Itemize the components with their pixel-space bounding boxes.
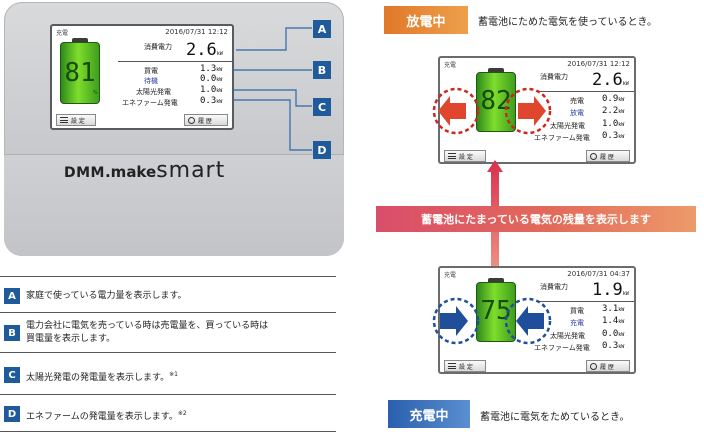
charge-consumption-value: 1.9kW <box>592 280 629 300</box>
charge-battery-percent: 75 <box>480 296 512 326</box>
standby-label: 待機 <box>144 77 158 85</box>
callout-b: B <box>313 61 331 79</box>
legend-text-b: 電力会社に電気を売っている時は売電量を、買っている時は買電量を表示します。 <box>26 321 269 344</box>
menu-icon <box>448 363 456 369</box>
brand-logo: DMM.makesmart <box>64 158 226 183</box>
charge-settings-button[interactable]: 設 定 <box>444 360 486 372</box>
charge-description: 蓄電池に電気をためているとき。 <box>480 412 630 423</box>
discharge-left-arrow-icon <box>432 87 480 135</box>
charge-datetime: 2016/07/31 04:37 <box>567 270 630 278</box>
battery-percent-sign: % <box>92 90 98 96</box>
charge-left-arrow-icon <box>432 297 480 345</box>
charge-enefarm-value: 0.3kW <box>602 341 625 351</box>
charge-buy-value: 3.1kW <box>602 304 625 314</box>
history-button[interactable]: 履 歴 <box>184 114 228 126</box>
charge-mode-value: 1.4kW <box>602 316 625 326</box>
discharge-badge: 放電中 <box>384 6 468 34</box>
legend-row-b: B 電力会社に電気を売っている時は売電量を、買っている時は買電量を表示します。 <box>0 312 336 352</box>
consumption-label: 消費電力 <box>144 43 172 51</box>
device-lower-panel <box>4 154 344 256</box>
settings-button[interactable]: 設 定 <box>56 114 96 126</box>
discharge-sell-value: 0.9kW <box>602 94 625 104</box>
hems-controller-device: 充電 2016/07/31 12:12 81 % 消費電力 2.6kW 買電 1… <box>4 2 344 256</box>
menu-icon <box>448 153 456 159</box>
discharge-right-arrow-icon <box>504 87 552 135</box>
legend-text-d: エネファームの発電量を表示します。※2 <box>26 410 187 422</box>
discharge-mode-value: 2.2kW <box>602 106 625 116</box>
discharge-history-button[interactable]: 履 歴 <box>586 150 630 162</box>
discharge-enefarm-value: 0.3kW <box>602 131 625 141</box>
legend-text-c: 太陽光発電の発電量を表示します。※1 <box>26 371 178 383</box>
clock-icon <box>590 362 597 370</box>
solar-value: 1.0kW <box>200 85 223 95</box>
clock-icon <box>590 152 597 160</box>
callout-c: C <box>313 98 331 116</box>
legend-row-a: A 家庭で使っている電力量を表示します。 <box>0 276 336 312</box>
discharge-settings-button[interactable]: 設 定 <box>444 150 486 162</box>
menu-icon <box>60 117 68 123</box>
discharge-description: 蓄電池にためた電気を使っているとき。 <box>478 17 657 28</box>
consumption-value: 2.6kW <box>186 40 223 60</box>
charge-history-button[interactable]: 履 歴 <box>586 360 630 372</box>
enefarm-value: 0.3kW <box>200 96 223 106</box>
charge-solar-value: 0.0kW <box>602 329 625 339</box>
discharge-datetime: 2016/07/31 12:12 <box>567 60 630 68</box>
discharge-solar-value: 1.0kW <box>602 119 625 129</box>
legend-row-d: D エネファームの発電量を表示します。※2 <box>0 394 336 432</box>
screen-datetime: 2016/07/31 12:12 <box>165 28 228 36</box>
device-screen: 充電 2016/07/31 12:12 81 % 消費電力 2.6kW 買電 1… <box>50 24 234 130</box>
battery-gauge: 81 % <box>60 38 100 104</box>
screen-tag: 充電 <box>56 30 69 37</box>
enefarm-label: エネファーム発電 <box>122 99 178 107</box>
solar-label: 太陽光発電 <box>136 88 171 96</box>
standby-value: 0.0kW <box>200 74 223 84</box>
buy-label: 買電 <box>144 67 158 75</box>
clock-icon <box>188 116 195 124</box>
residual-banner: 蓄電池にたまっている電気の残量を表示します <box>376 206 696 232</box>
buy-value: 1.3kW <box>200 64 223 74</box>
discharge-consumption-value: 2.6kW <box>592 70 629 90</box>
callout-a: A <box>313 20 331 38</box>
discharge-battery-percent: 82 <box>480 86 512 116</box>
charge-badge: 充電中 <box>388 400 470 428</box>
charge-right-arrow-icon <box>504 297 552 345</box>
battery-percent: 81 <box>64 58 96 88</box>
legend-text-a: 家庭で使っている電力量を表示します。 <box>26 291 187 301</box>
charge-screen: 充電 2016/07/31 04:37 75 消費電力 1.9kW 買電 3.1… <box>438 266 636 374</box>
legend-row-c: C 太陽光発電の発電量を表示します。※1 <box>0 352 336 394</box>
callout-d: D <box>313 141 331 159</box>
